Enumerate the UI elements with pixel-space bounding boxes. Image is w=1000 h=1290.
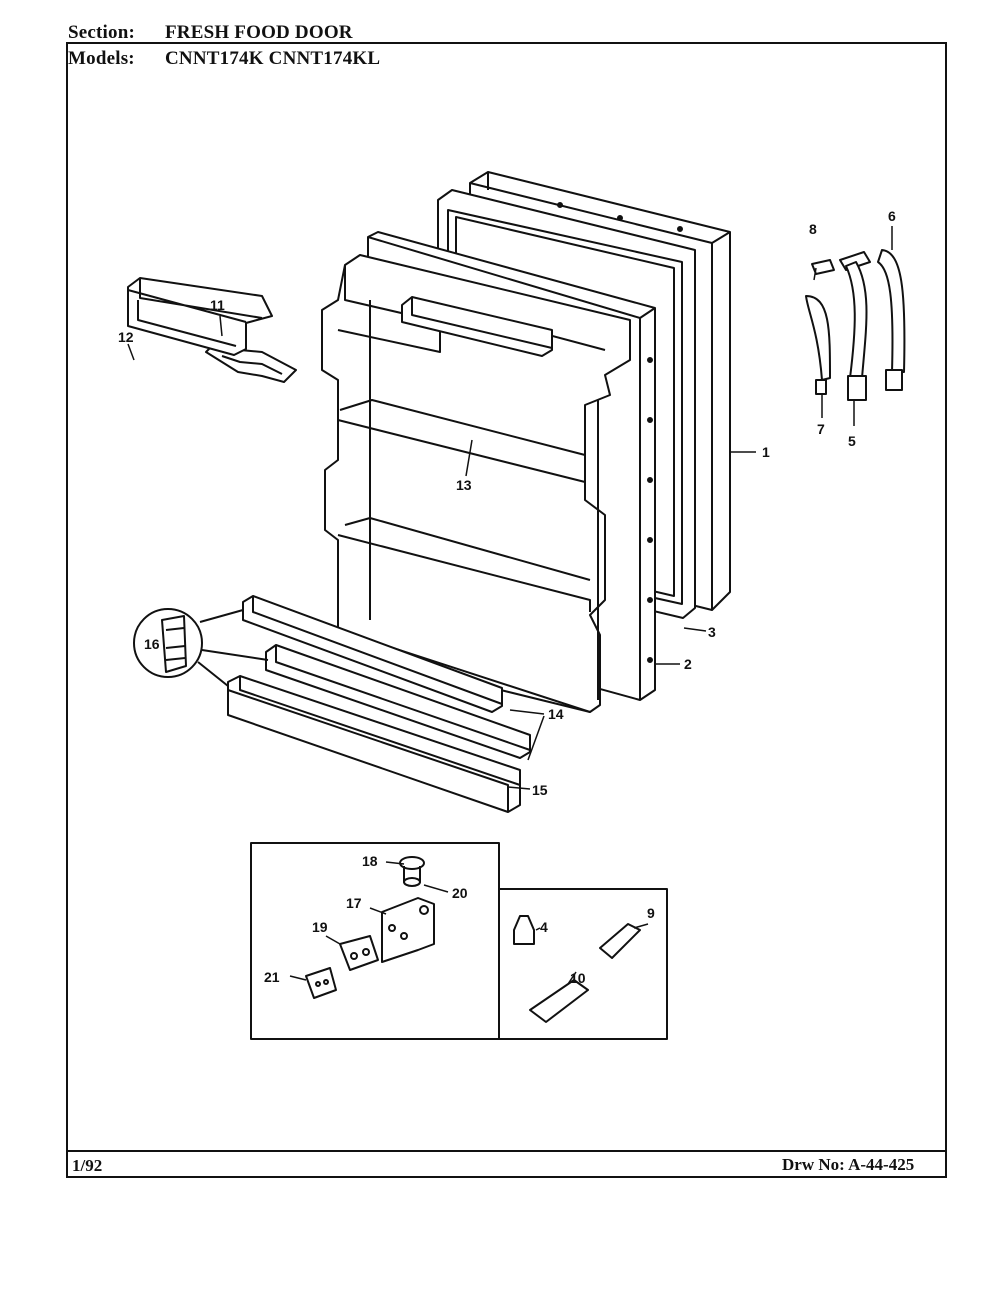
callout-10: 10	[570, 970, 586, 986]
callout-19: 19	[312, 919, 328, 935]
callout-3: 3	[708, 624, 716, 640]
callout-11: 11	[210, 297, 225, 313]
callout-labels: 1 2 3 4 5 6 7 8 9 10 11 12 13 14 15 16 1…	[118, 208, 896, 986]
dairy-compartment-door	[127, 277, 273, 356]
door-shelf-rail-upper	[242, 595, 503, 713]
callout-2: 2	[684, 656, 692, 672]
callout-18: 18	[362, 853, 378, 869]
callout-7: 7	[817, 421, 825, 437]
hardware-detail-box	[499, 888, 668, 1040]
callout-16: 16	[144, 636, 160, 652]
drawing-date: 1/92	[72, 1156, 103, 1175]
drawing-number: Drw No: A-44-425	[782, 1155, 915, 1174]
section-title: FRESH FOOD DOOR	[165, 22, 353, 43]
callout-9: 9	[647, 905, 655, 921]
models-list: CNNT174K CNNT174KL	[165, 48, 381, 69]
section-label: Section:	[68, 22, 136, 43]
callout-1: 1	[762, 444, 770, 460]
leader-lines	[127, 226, 893, 985]
callout-4: 4	[540, 919, 548, 935]
door-handle-parts	[805, 249, 906, 401]
callout-20: 20	[452, 885, 468, 901]
drawing-frame	[66, 42, 947, 1178]
shelf-rail	[401, 296, 553, 357]
callout-12: 12	[118, 329, 134, 345]
door-shelf-rail-lower	[227, 675, 521, 813]
door-shelf-rail-middle	[265, 644, 531, 759]
callout-5: 5	[848, 433, 856, 449]
models-label: Models:	[68, 48, 135, 69]
footer-divider	[66, 1150, 947, 1152]
rail-end-cap-detail	[133, 608, 269, 687]
callout-17: 17	[346, 895, 362, 911]
callout-15: 15	[532, 782, 548, 798]
callout-8: 8	[809, 221, 817, 237]
callout-21: 21	[264, 969, 280, 985]
hinge-detail-box	[250, 842, 500, 1040]
callout-6: 6	[888, 208, 896, 224]
callout-13: 13	[456, 477, 472, 493]
callout-14: 14	[548, 706, 564, 722]
